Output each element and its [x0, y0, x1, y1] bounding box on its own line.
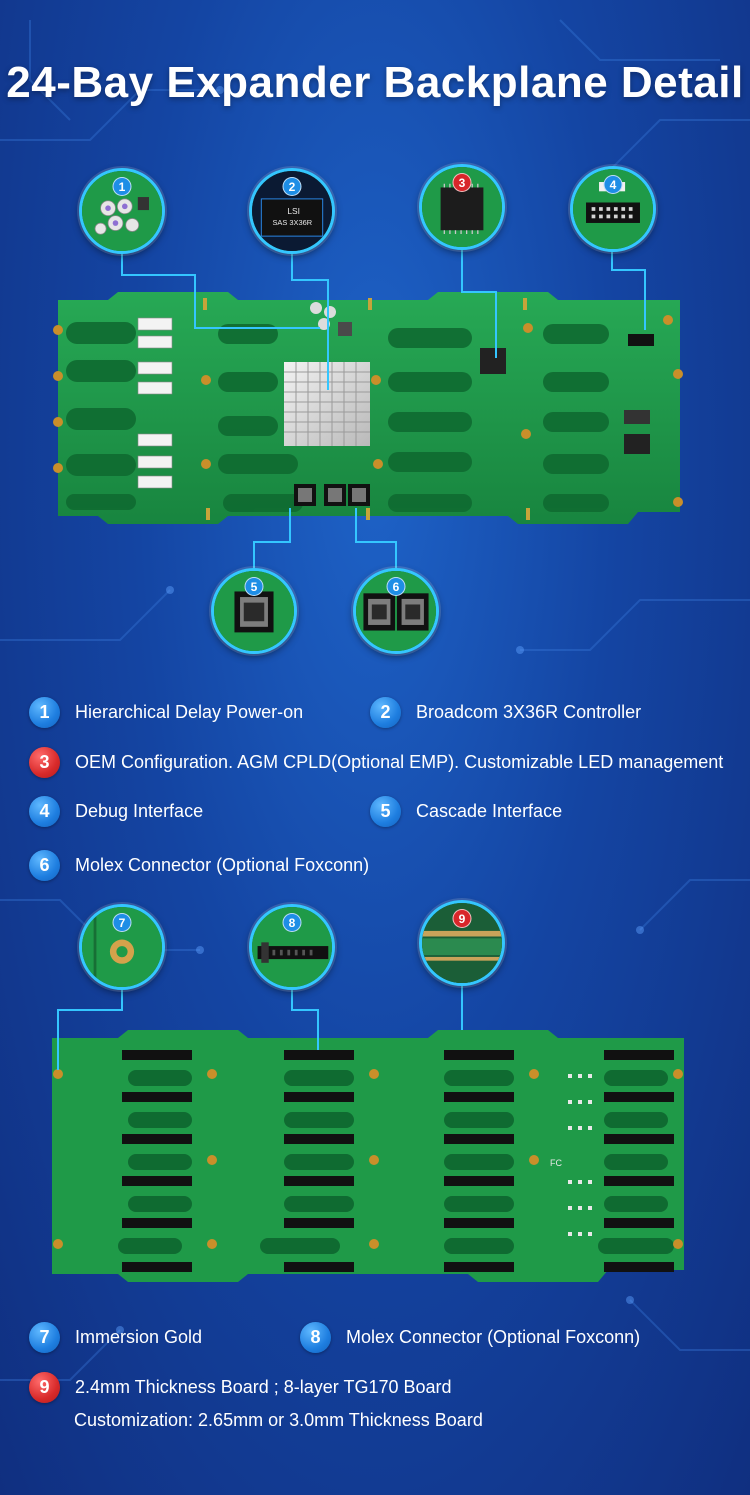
callout-9-board-edge: 9: [419, 900, 505, 986]
callout-1-capacitors: 1: [79, 168, 165, 254]
backplane-rear-image: FC: [48, 1030, 688, 1286]
feature-number-badge: 6: [29, 850, 60, 881]
page-title: 24-Bay Expander Backplane Detail: [6, 58, 744, 107]
callout-4-debug-header: 4: [570, 166, 656, 252]
feature-9-customization: Customization: 2.65mm or 3.0mm Thickness…: [74, 1410, 483, 1430]
feature-5: 5 Cascade Interface: [370, 796, 562, 827]
callout-badge: 1: [112, 177, 132, 196]
feature-9: 9 2.4mm Thickness Board ; 8-layer TG170 …: [29, 1372, 452, 1403]
chip-text-brand: LSI: [287, 206, 300, 216]
callout-8-molex-connector: 8: [249, 904, 335, 990]
feature-number-badge: 8: [300, 1322, 331, 1353]
feature-label: Hierarchical Delay Power-on: [75, 702, 304, 722]
feature-6: 6 Molex Connector (Optional Foxconn): [29, 850, 369, 881]
callout-6-molex-connector: 6: [353, 568, 439, 654]
feature-label: Broadcom 3X36R Controller: [416, 702, 642, 722]
callout-badge: 8: [282, 913, 302, 932]
feature-label: Molex Connector (Optional Foxconn): [75, 855, 370, 875]
feature-number-badge: 1: [29, 697, 60, 728]
chip-text-model: SAS 3X36R: [272, 218, 312, 227]
callout-badge: 7: [112, 913, 132, 932]
feature-label: Cascade Interface: [416, 801, 563, 821]
feature-number-badge: 2: [370, 697, 401, 728]
feature-number-badge: 5: [370, 796, 401, 827]
callout-badge: 2: [282, 177, 302, 196]
feature-label: Debug Interface: [75, 801, 204, 821]
feature-number-badge: 7: [29, 1322, 60, 1353]
feature-label: 2.4mm Thickness Board ; 8-layer TG170 Bo…: [75, 1377, 452, 1397]
feature-label: Molex Connector (Optional Foxconn): [346, 1327, 641, 1347]
feature-number-badge: 3: [29, 747, 60, 778]
feature-label: Immersion Gold: [75, 1327, 203, 1347]
feature-1: 1 Hierarchical Delay Power-on: [29, 697, 303, 728]
feature-3: 3 OEM Configuration. AGM CPLD(Optional E…: [29, 747, 723, 778]
feature-number-badge: 4: [29, 796, 60, 827]
feature-8: 8 Molex Connector (Optional Foxconn): [300, 1322, 640, 1353]
callout-5-cascade-connector: 5: [211, 568, 297, 654]
callout-2-lsi-chip: LSI SAS 3X36R 2: [249, 168, 335, 254]
feature-2: 2 Broadcom 3X36R Controller: [370, 697, 641, 728]
callout-7-gold-pad: 7: [79, 904, 165, 990]
feature-7: 7 Immersion Gold: [29, 1322, 202, 1353]
fc-mark: FC: [550, 1158, 562, 1168]
callout-3-cpld-chip: 3: [419, 164, 505, 250]
feature-4: 4 Debug Interface: [29, 796, 203, 827]
callout-badge: 3: [452, 173, 472, 192]
callout-badge: 6: [386, 577, 406, 596]
feature-number-badge: 9: [29, 1372, 60, 1403]
callout-badge: 5: [244, 577, 264, 596]
callout-badge: 9: [452, 909, 472, 928]
feature-label: OEM Configuration. AGM CPLD(Optional EMP…: [75, 752, 724, 772]
callout-badge: 4: [603, 175, 623, 194]
backplane-front-image: [48, 288, 688, 536]
